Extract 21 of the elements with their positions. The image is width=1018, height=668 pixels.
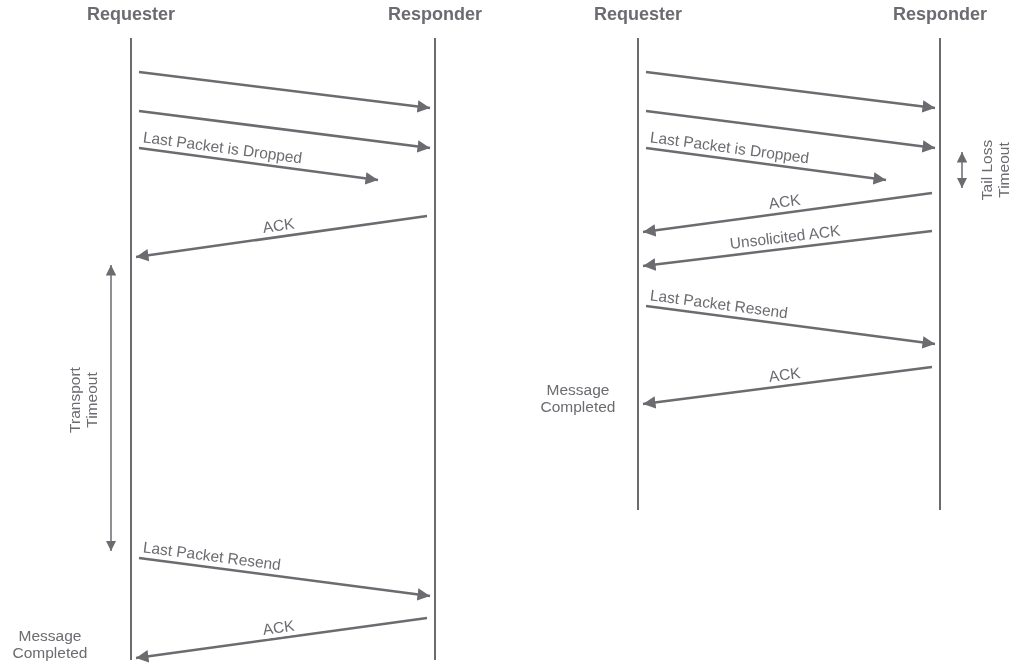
message-arrow (138, 109, 431, 153)
participant-label: Responder (892, 4, 988, 25)
message-arrow (645, 109, 936, 153)
message-arrow (138, 556, 431, 601)
message-arrow (645, 70, 936, 113)
message-arrow (135, 616, 428, 663)
message-arrow (642, 365, 933, 409)
note-text: Message Completed (539, 381, 617, 415)
timeout-label: Tail Loss Timeout (978, 138, 1012, 203)
timeout-label: Transport Timeout (66, 366, 100, 435)
message-arrow (135, 214, 428, 262)
message-arrow (642, 191, 933, 237)
note-text: Message Completed (11, 627, 89, 661)
message-arrow (138, 70, 431, 113)
message-arrow (645, 146, 887, 185)
participant-label: Responder (387, 4, 483, 25)
participant-label: Requester (593, 4, 683, 25)
message-arrow (138, 146, 379, 185)
message-arrow (642, 229, 933, 271)
participant-label: Requester (86, 4, 176, 25)
message-arrow (645, 304, 936, 349)
